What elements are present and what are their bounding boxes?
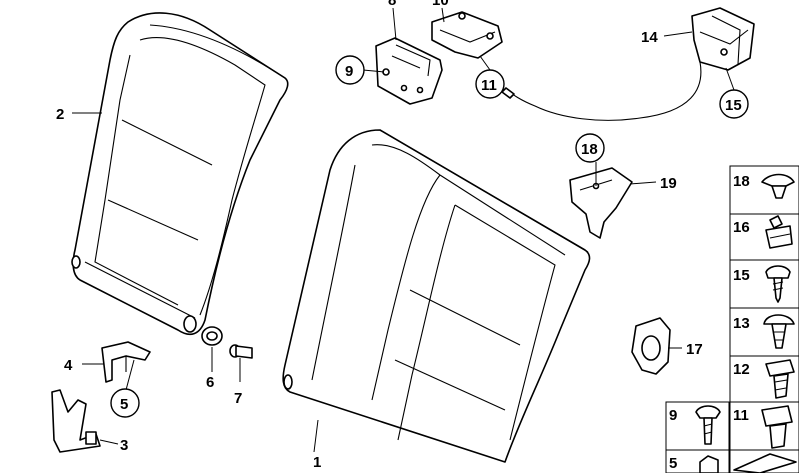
callout-9: 9 — [345, 63, 353, 80]
callout-8: 8 — [388, 0, 396, 9]
callout-14: 14 — [641, 29, 658, 46]
lock-mechanism-part-10 — [431, 11, 503, 59]
callout-11-circle — [475, 69, 505, 99]
panel-cell-13 — [729, 307, 799, 357]
fastener-panel: 18 16 15 13 12 — [665, 165, 799, 473]
nut-5-icon — [699, 455, 719, 473]
cover-part-19 — [569, 167, 633, 239]
leader-lines — [72, 7, 735, 453]
pin-part-7 — [229, 344, 253, 359]
callout-5: 5 — [120, 396, 128, 413]
clip-16-icon — [765, 215, 793, 249]
callout-10: 10 — [432, 0, 449, 9]
hinge-bracket-part-3 — [51, 389, 101, 453]
callout-17: 17 — [686, 341, 703, 358]
rivet-13-icon — [763, 314, 795, 349]
panel-label-11: 11 — [733, 407, 749, 424]
callout-18-circle — [575, 133, 605, 163]
nut-12-icon — [765, 359, 795, 399]
clip-18-icon — [761, 173, 795, 199]
plate-bracket-part-8 — [375, 37, 443, 105]
wedge-icon — [733, 453, 797, 473]
release-cable-end — [501, 87, 515, 99]
callout-4: 4 — [64, 357, 73, 374]
callout-5-circle — [110, 388, 140, 418]
bolt-11-icon — [761, 405, 793, 449]
release-cable — [509, 61, 702, 121]
panel-label-12: 12 — [733, 361, 750, 378]
callout-2: 2 — [56, 106, 64, 123]
callout-18: 18 — [581, 141, 598, 158]
callout-11: 11 — [481, 77, 497, 94]
seat-backrest-main — [282, 129, 591, 463]
callout-9-circle — [335, 55, 365, 85]
panel-label-15: 15 — [733, 267, 750, 284]
panel-label-18: 18 — [733, 173, 750, 190]
callouts: 2 1 3 4 5 6 7 9 8 10 11 14 15 18 19 17 — [56, 0, 749, 471]
callout-19: 19 — [660, 175, 677, 192]
seat-backrest-cover-left — [71, 12, 289, 336]
screw-15-icon — [765, 265, 791, 303]
screw-9-icon — [695, 405, 721, 445]
bracket-part-4 — [101, 341, 151, 383]
callout-15: 15 — [725, 97, 742, 114]
release-handle-part-14 — [691, 7, 755, 71]
panel-label-16: 16 — [733, 219, 750, 236]
trim-ring-part-17 — [631, 317, 671, 375]
panel-label-5: 5 — [669, 455, 677, 472]
callout-3: 3 — [120, 437, 128, 454]
panel-label-13: 13 — [733, 315, 750, 332]
callout-1: 1 — [313, 454, 321, 471]
callout-7: 7 — [234, 390, 242, 407]
grommet-part-6 — [201, 326, 223, 346]
callout-15-circle — [719, 89, 749, 119]
callout-6: 6 — [206, 374, 214, 391]
panel-label-9: 9 — [669, 407, 677, 424]
